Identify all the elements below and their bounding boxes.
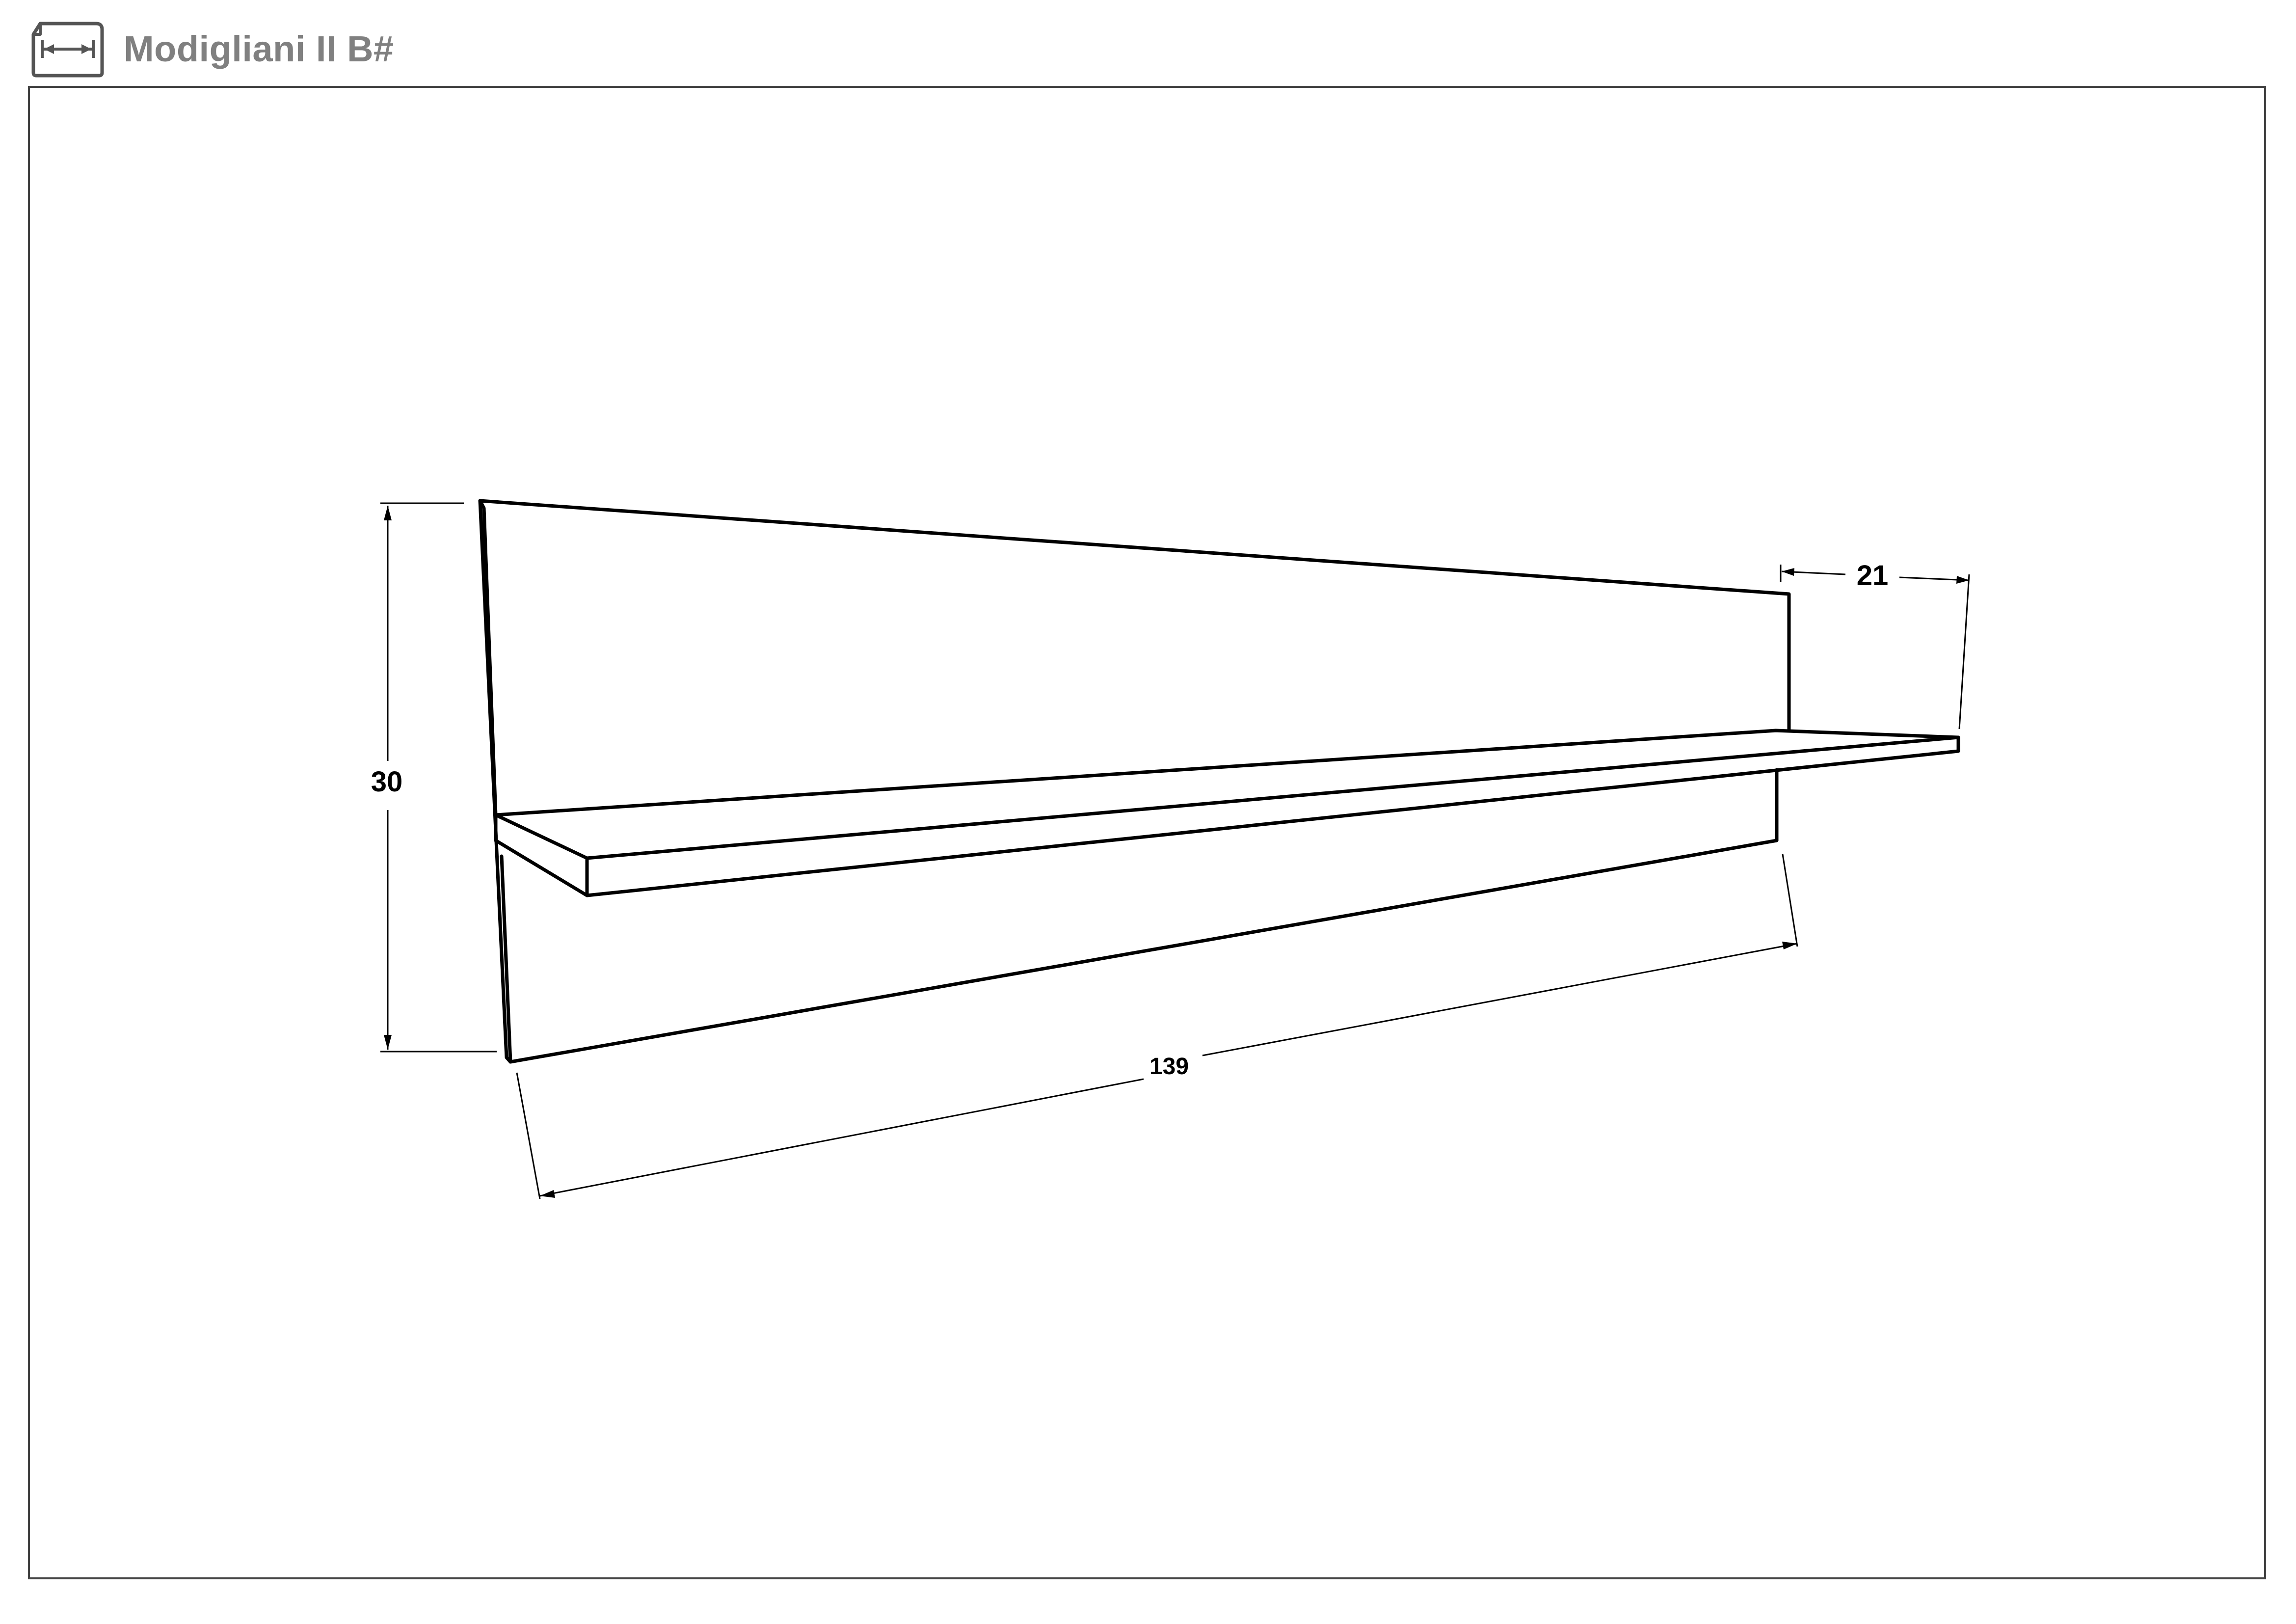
width-ext-left [516,1072,541,1199]
height-dimension-label: 30 [371,766,403,798]
dimension-lines [380,502,1970,1199]
drawing-frame [28,86,2266,1579]
page-header: Modigliani II B# [29,20,394,79]
shelf-board-front-edge [494,813,589,897]
width-ext-right [1782,854,1798,947]
back-panel-lower-part [500,768,1779,1064]
back-panel [478,499,1791,732]
width-dimension-label: 139 [1149,1054,1189,1080]
width-dim-line-left [539,1078,1144,1197]
dimensions-document-icon [31,22,104,78]
depth-dimension-label: 21 [1857,560,1889,592]
width-dim-line-right [1202,943,1798,1056]
shelf-board-top [494,729,1960,897]
dimension-arrowheads [384,506,1969,1198]
shelf-outline [478,499,1960,1064]
page-title: Modigliani II B# [124,28,394,69]
shelf-board-inner-edge [585,735,1960,860]
depth-ext-right [1958,574,1970,730]
